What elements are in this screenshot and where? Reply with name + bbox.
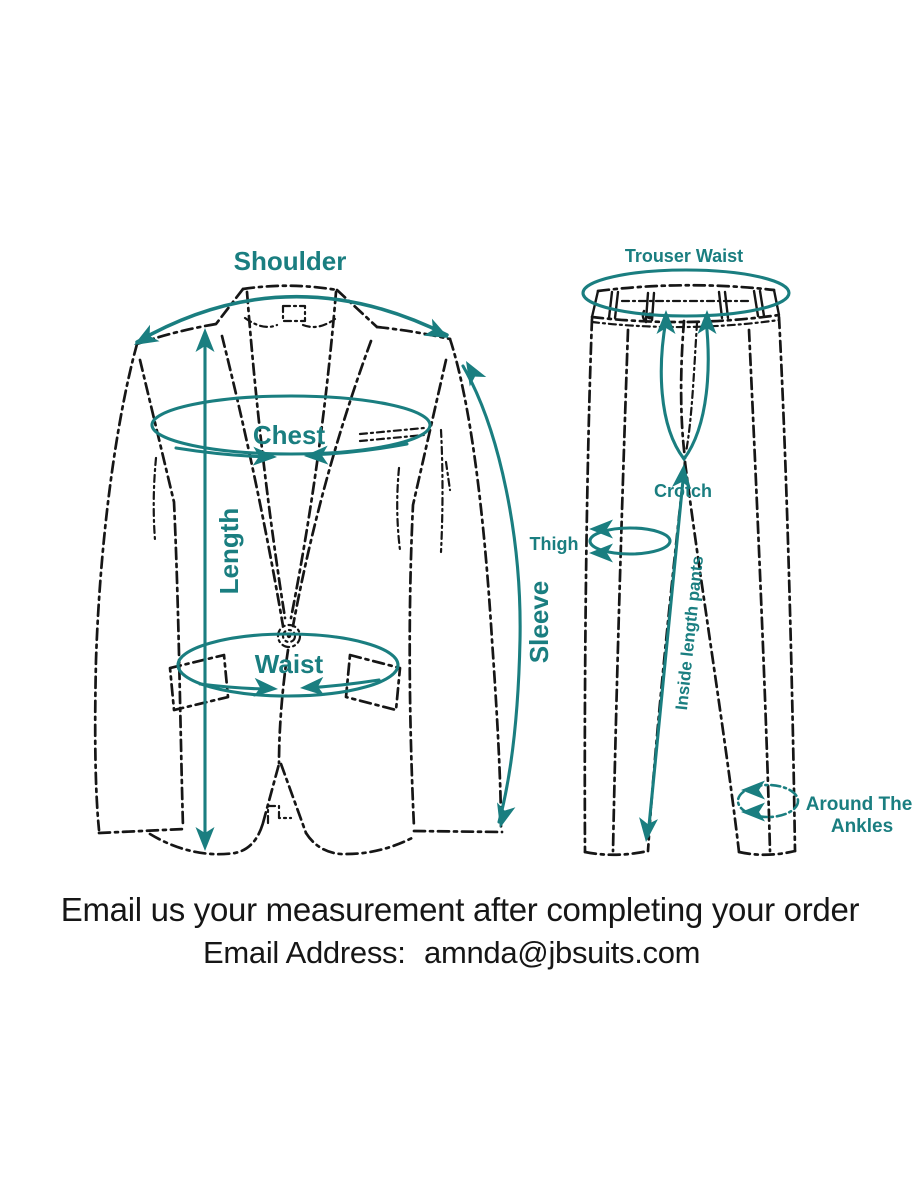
jacket-pocket-flap-left bbox=[168, 653, 230, 712]
jacket-sleeve-crease-left bbox=[152, 456, 158, 542]
trouser-fly-stitch bbox=[684, 321, 699, 454]
shoulder-label: Shoulder bbox=[234, 246, 347, 276]
crotch-measure-loop bbox=[659, 318, 710, 462]
footer: Email us your measurement after completi… bbox=[61, 891, 860, 970]
email-address: amnda@jbsuits.com bbox=[424, 935, 700, 970]
crotch-label: Crotch bbox=[654, 481, 712, 501]
trouser-waist-label: Trouser Waist bbox=[625, 246, 743, 266]
jacket-collar-label bbox=[281, 304, 307, 323]
jacket-sleeve-outer-left bbox=[93, 342, 139, 832]
around-ankles-label-line2: Ankles bbox=[831, 816, 893, 837]
sleeve-label: Sleeve bbox=[524, 581, 554, 663]
around-ankles-label-line1: Around The bbox=[806, 794, 913, 815]
footer-instruction-text: Email us your measurement after completi… bbox=[61, 891, 860, 928]
waist-label: Waist bbox=[255, 649, 324, 679]
jacket-sleeve-crease-right bbox=[439, 428, 444, 554]
jacket-vent-step bbox=[266, 804, 293, 825]
jacket-sleeve-inner-left bbox=[138, 358, 185, 829]
thigh-label: Thigh bbox=[530, 534, 579, 554]
email-label: Email Address: bbox=[203, 935, 406, 970]
jacket-sleeve-outer-right bbox=[448, 337, 503, 831]
ankle-arrow-upper bbox=[741, 780, 765, 800]
inside-length-arrow-bottom bbox=[636, 817, 658, 843]
shoulder-arrow-right bbox=[423, 318, 454, 347]
jacket-collar-left bbox=[214, 287, 245, 326]
jacket-front-split-right bbox=[279, 762, 308, 835]
sleeve-arrow-top bbox=[457, 356, 487, 387]
trouser-crease-left bbox=[611, 328, 630, 853]
jacket-cuff-right bbox=[412, 829, 504, 834]
trouser-belt-loop-4 bbox=[752, 289, 766, 318]
shoulder-measure-arc bbox=[135, 294, 449, 344]
length-label: Length bbox=[214, 508, 244, 595]
jacket-sleeve-inner-right bbox=[408, 358, 448, 829]
trouser-leg-outer-right bbox=[777, 315, 797, 853]
jacket-hem-left bbox=[148, 821, 265, 856]
measurement-marks bbox=[129, 268, 800, 851]
jacket-breast-pocket-top bbox=[358, 426, 426, 436]
jacket-collar-top bbox=[241, 284, 339, 292]
ankle-arrow-lower bbox=[741, 802, 765, 822]
trouser-hem-left bbox=[583, 849, 650, 857]
shoulder-arrow-left bbox=[129, 324, 160, 354]
jacket-cuff-left bbox=[97, 827, 186, 835]
trouser-waist-measure-ellipse bbox=[581, 268, 791, 318]
jacket-drawing bbox=[93, 284, 504, 856]
chest-label: Chest bbox=[253, 420, 326, 450]
trouser-leg-inner-right bbox=[683, 460, 741, 854]
jacket-breast-pocket-bottom bbox=[358, 433, 426, 443]
trouser-hem-right bbox=[737, 849, 797, 857]
measurement-labels: Shoulder Chest Length Waist Sleeve Trous… bbox=[214, 246, 912, 837]
trouser-crease-right bbox=[747, 328, 772, 853]
trouser-fly-center bbox=[679, 319, 687, 460]
jacket-collar-right bbox=[335, 288, 379, 329]
waist-measure-ellipse bbox=[176, 632, 400, 698]
jacket-collar-seam-right bbox=[301, 317, 337, 329]
jacket-lapel-outer-left bbox=[220, 334, 285, 628]
jacket-front-edge bbox=[277, 648, 290, 765]
jacket-lapel-inner-right bbox=[289, 290, 338, 620]
jacket-lapel-inner-left bbox=[245, 290, 287, 620]
inside-length-label: Inside length pants bbox=[672, 555, 707, 711]
chest-measure-ellipse bbox=[150, 394, 432, 456]
trouser-waistband-seam bbox=[590, 318, 781, 329]
trouser-belt-loop-1 bbox=[607, 290, 620, 320]
inside-length-measure-line bbox=[646, 468, 686, 838]
jacket-button-inner bbox=[281, 628, 297, 644]
jacket-hem-right bbox=[304, 831, 414, 856]
trouser-waist-hook bbox=[641, 309, 648, 324]
jacket-button-outer bbox=[276, 623, 302, 649]
ankle-measure-ellipse bbox=[736, 783, 800, 819]
jacket-shoulder-right bbox=[375, 325, 452, 341]
jacket-dart-right bbox=[444, 460, 452, 492]
jacket-front-split-left bbox=[261, 762, 281, 825]
jacket-armhole-seam-right bbox=[396, 466, 402, 552]
jacket-lapel-outer-right bbox=[291, 339, 373, 628]
sleeve-measure-arc bbox=[461, 364, 522, 824]
trouser-waistband-top bbox=[596, 283, 776, 293]
thigh-measure-loop bbox=[588, 526, 672, 556]
trouser-leg-outer-left bbox=[583, 317, 594, 854]
